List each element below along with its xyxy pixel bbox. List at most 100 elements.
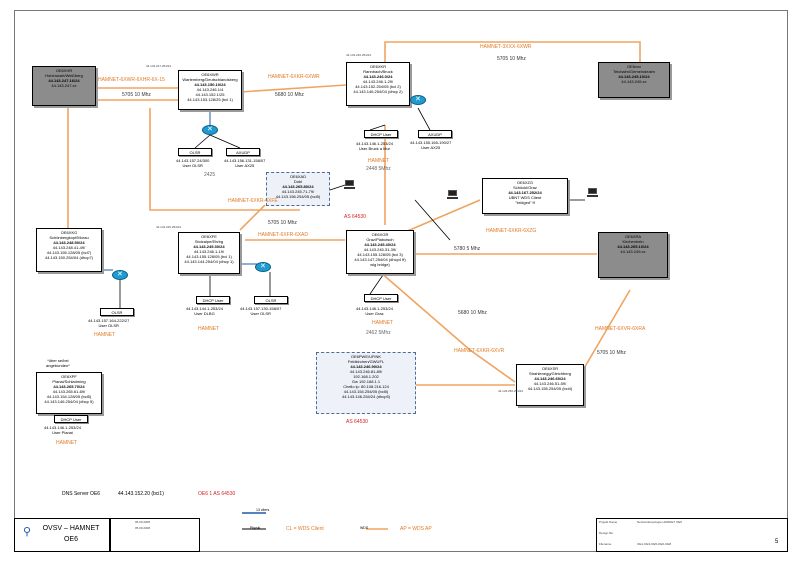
node-net: 44.143.245.40/24 — [364, 242, 396, 247]
node-oe6xgr[interactable]: OE6XGR Graz/Plabutsch 44.143.245.40/24 4… — [346, 230, 414, 274]
node-name: OE6XWR — [201, 72, 219, 77]
olsr-box[interactable]: OLSR — [100, 308, 134, 316]
hamnet-label: HAMNET — [94, 332, 116, 338]
router-icon — [202, 125, 218, 135]
note: *über se/bei angebunden* — [46, 358, 70, 368]
subnet-info: 44.143.146.1-253/24 User Planai — [44, 425, 81, 435]
node-oe6pwe[interactable]: OE6PWE/UFINK Feldkirchen/GWUFL 44.143.24… — [316, 352, 416, 414]
node-ip: 44.143.146.254/24 (dhcp5) — [341, 394, 391, 399]
node-net: 44.143.248.50/24 — [53, 240, 85, 245]
link-label: HAMNET-6XKR-6XVR — [454, 348, 505, 354]
node-net: 44.143.245.10/24 — [618, 74, 650, 79]
computer-icon — [447, 190, 458, 199]
iface-ip: 44.143.246.254/24 — [346, 53, 372, 57]
node-ip: Chello ip: 80.108.216.124 — [343, 384, 389, 389]
link-xkr-xxx — [384, 41, 641, 65]
node-ip: 44.143.154.128/05 (bci5) — [46, 394, 92, 399]
dhcp-box[interactable]: DHCP User — [196, 296, 230, 304]
subnet-info: 44.143.146.1-253/24 User Bruck a Mur — [356, 141, 393, 151]
field-label: Filename — [599, 542, 612, 546]
node-oe6xsr[interactable]: OE6XSR Strahlenegg/Gleichberg 44.143.246… — [516, 364, 584, 406]
lan-xfe — [209, 272, 271, 296]
lan-xgr — [369, 271, 386, 295]
node-name: OE6XRA — [624, 234, 642, 239]
field-label: Projekt Name — [599, 520, 618, 524]
link-xwr-xkg — [67, 99, 178, 228]
node-name: OE6XHR — [55, 68, 73, 73]
axudp-box[interactable]: AXUDP — [226, 148, 260, 156]
node-oe6xzg[interactable]: OE6XZG Schöckl/Graz 44.143.167.252/24 UB… — [482, 178, 568, 214]
lan-xgr-pc — [414, 199, 451, 241]
lan-xwr — [194, 134, 241, 149]
node-ip: 44.143.246.1-19/ — [193, 249, 225, 254]
node-oe6xhr[interactable]: OE6XHR Hohenwart/Weißberg 44.143.247.16/… — [32, 66, 96, 106]
legend-label: Physik — [250, 526, 261, 530]
link-xsr-xra — [582, 289, 631, 371]
dhcp-box[interactable]: DHCP User — [364, 130, 398, 138]
legend — [242, 512, 388, 530]
node-ip: 192.168.1.202 — [353, 374, 379, 379]
node-net: 44.143.247.16/24 — [48, 78, 80, 83]
node-site: Hohenwart/Weißberg — [45, 73, 83, 78]
dhcp-box[interactable]: DHCP User — [364, 294, 398, 302]
node-oe6xkg[interactable]: OE6XKG Schönbergkopf/Murau 44.143.248.50… — [36, 228, 102, 272]
node-site: Kirchenhein — [622, 239, 644, 244]
node-oe6xfe[interactable]: OE6XFE Stolzalpe/Ehrbg 44.143.245.30/24 … — [178, 232, 240, 274]
drawing-frame — [14, 10, 788, 552]
wifi-frequency: 2448 5Mhz — [366, 166, 391, 172]
node-oe6xwr[interactable]: OE6XWR Wartemberg/Deutschlandsberg 44.14… — [178, 70, 242, 110]
wifi-frequency: 2462 5Mhz — [366, 330, 391, 336]
node-site: Wartemberg/Deutschlandsberg — [182, 77, 238, 82]
node-ip: 44.143.156.254/05 (bci5) — [275, 194, 321, 199]
node-ip: 44.143.265.61-69/ — [52, 389, 86, 394]
olsr-box[interactable]: OLSR — [178, 148, 212, 156]
node-ip: UBNT WDS Client — [508, 195, 542, 200]
dns-ip: 44.143.152.20 (bci1) — [118, 491, 164, 497]
node-ip: 44.143.245.xx — [621, 79, 647, 84]
node-ip: "bridged" ff — [515, 200, 535, 205]
link-frequency: 5705 10 Mhz — [597, 350, 626, 356]
field-label: Design file — [599, 531, 614, 535]
node-ip: 44.143.247.xx — [51, 83, 77, 88]
node-oe6xpf[interactable]: OE6XPF Planai/Schladming 44.143.265.70/2… — [36, 372, 102, 414]
subnet-info: 44.143.144.1-253/24 User DLBG — [186, 306, 223, 316]
node-name: OE6XKG — [60, 230, 78, 235]
link-frequency: 5780 5 Mhz — [454, 246, 481, 252]
title-block-logo: ⚲ OVSV – HAMNET OE6 — [14, 518, 110, 552]
node-oe6xra[interactable]: OE6XRA Kirchenhein 44.143.265.10/24 44.1… — [598, 232, 668, 278]
legend-label: AP = WDS AP — [400, 526, 432, 532]
link-frequency: 5680 10 Mhz — [275, 92, 304, 98]
node-ip: 44.143.146.254/04 (dhcp 5) — [44, 399, 94, 404]
node-oe6xkr[interactable]: OE6XKR Rannbach/Bruck 44.143.246.0/24 44… — [346, 62, 410, 106]
node-ip: 44.143.150.254/04 (dhcp7) — [44, 255, 94, 260]
date: 05.09.2008 — [135, 520, 151, 524]
node-net: 44.143.265.10/24 — [617, 244, 649, 249]
dhcp-box[interactable]: DHCP User — [54, 415, 88, 423]
axudp-box[interactable]: AXUDP — [418, 130, 452, 138]
node-net: 44.143.246.60/24 — [534, 376, 566, 381]
hamnet-label: HAMNET — [368, 158, 390, 164]
link-label: HAMNET-6XKR-6XWR — [268, 74, 320, 80]
node-net: 44.143.265.70/24 — [53, 384, 85, 389]
node-ip: 44.143.155.128/05 (bci7) — [46, 250, 92, 255]
node-name: OE6XGR — [371, 232, 389, 237]
node-oe6xad[interactable]: OE6XAD Dobl 44.143.265.80/24 44.143.245.… — [266, 172, 330, 206]
lan-xad — [329, 184, 346, 191]
hamnet-label: HAMNET — [372, 320, 394, 326]
node-oe6xxx[interactable]: OE6xxx Teichalm/Gemeindealm 44.143.245.1… — [598, 62, 670, 98]
router-icon — [112, 270, 128, 280]
link-xwr-xfe — [149, 108, 300, 211]
link-xgr-xzg — [404, 199, 481, 233]
link-label: HAMNET-6XKR-6XZG — [486, 228, 537, 234]
subnet-info: 44.143.156.131-158/07 User AX25 — [224, 158, 266, 168]
link-xad-xfe — [239, 204, 266, 231]
node-net: 44.143.150.10/24 — [194, 82, 226, 87]
node-ip: 44.143.249.xx — [620, 249, 646, 254]
node-ip: 44.143.248.41-49/ — [52, 245, 86, 250]
link-label: HAMNET-6XKR-6XFE — [228, 198, 278, 204]
link-frequency: 5705 10 Mhz — [497, 56, 526, 62]
olsr-box[interactable]: OLSR — [254, 296, 288, 304]
field-value: OE1-OE3-OE5-OE6-OE8 — [637, 542, 672, 546]
node-name: OE6XKR — [369, 64, 387, 69]
